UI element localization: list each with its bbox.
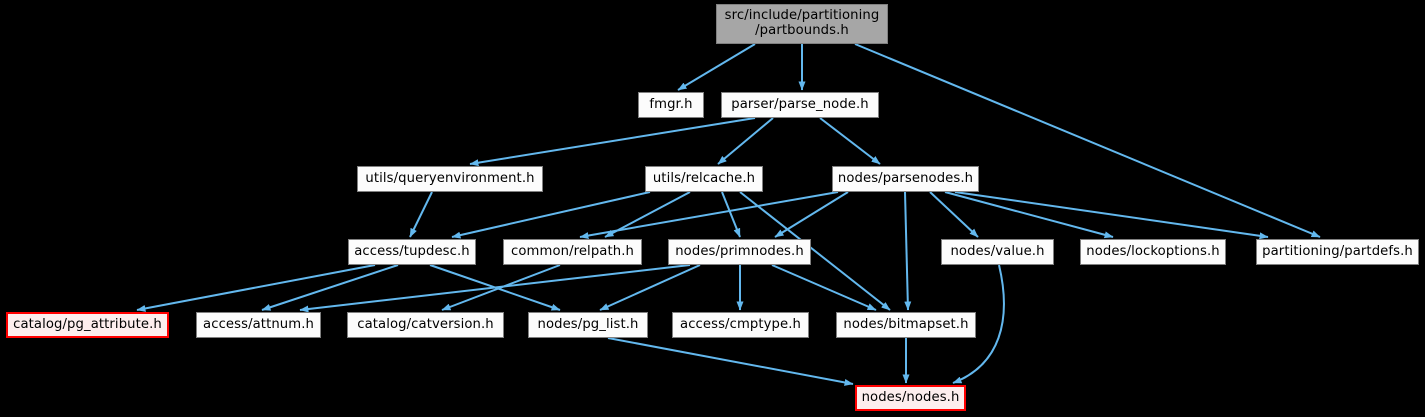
graph-edge-parsenodes-to-value: [929, 191, 979, 238]
graph-node-queryenvironment[interactable]: utils/queryenvironment.h: [357, 166, 543, 192]
graph-edge-parsenodes-to-primnodes: [774, 191, 849, 238]
graph-edge-parse_node-to-queryenvironment: [469, 117, 756, 167]
graph-edge-parse_node-to-relcache: [717, 117, 774, 165]
graph-node-relcache[interactable]: utils/relcache.h: [645, 166, 763, 192]
graph-edge-pg_list-to-nodes: [607, 337, 854, 386]
graph-node-parse_node[interactable]: parser/parse_node.h: [721, 92, 879, 118]
graph-edge-parsenodes-to-partdefs: [954, 191, 1269, 240]
graph-node-catversion[interactable]: catalog/catversion.h: [347, 312, 504, 338]
graph-edge-primnodes-to-bitmapset: [771, 264, 877, 311]
graph-node-pg_attribute[interactable]: catalog/pg_attribute.h: [6, 312, 169, 338]
graph-node-partbounds[interactable]: src/include/partitioning /partbounds.h: [716, 4, 888, 44]
graph-edge-relcache-to-primnodes: [721, 191, 741, 238]
graph-node-partdefs[interactable]: partitioning/partdefs.h: [1256, 239, 1419, 265]
graph-edge-queryenvironment-to-tupdesc: [409, 191, 433, 238]
graph-edge-parse_node-to-parsenodes: [819, 117, 881, 165]
graph-edge-partbounds-to-partdefs: [854, 43, 1321, 238]
graph-edge-primnodes-to-pg_list: [599, 264, 701, 311]
graph-edge-relcache-to-tupdesc: [451, 191, 651, 239]
graph-edge-primnodes-to-attnum: [299, 264, 691, 313]
graph-node-pg_list[interactable]: nodes/pg_list.h: [528, 312, 648, 338]
graph-edge-tupdesc-to-attnum: [261, 264, 399, 311]
graph-node-tupdesc[interactable]: access/tupdesc.h: [348, 239, 476, 265]
graph-node-nodes[interactable]: nodes/nodes.h: [855, 385, 966, 411]
graph-edge-parsenodes-to-bitmapset: [904, 191, 912, 311]
graph-edge-tupdesc-to-pg_attribute: [136, 264, 376, 312]
graph-node-bitmapset[interactable]: nodes/bitmapset.h: [836, 312, 976, 338]
graph-edge-partbounds-to-fmgr: [677, 43, 756, 91]
graph-node-fmgr[interactable]: fmgr.h: [638, 92, 704, 118]
graph-node-primnodes[interactable]: nodes/primnodes.h: [668, 239, 811, 265]
graph-node-cmptype[interactable]: access/cmptype.h: [672, 312, 809, 338]
graph-node-lockoptions[interactable]: nodes/lockoptions.h: [1080, 239, 1226, 265]
graph-edge-parsenodes-to-relpath: [579, 191, 839, 239]
graph-edge-relcache-to-bitmapset: [739, 191, 891, 311]
graph-edge-value-to-nodes: [952, 264, 1005, 384]
graph-node-parsenodes[interactable]: nodes/parsenodes.h: [832, 166, 979, 192]
graph-node-value[interactable]: nodes/value.h: [941, 239, 1054, 265]
graph-node-attnum[interactable]: access/attnum.h: [196, 312, 321, 338]
graph-edge-parsenodes-to-lockoptions: [944, 191, 1114, 239]
graph-node-relpath[interactable]: common/relpath.h: [503, 239, 642, 265]
